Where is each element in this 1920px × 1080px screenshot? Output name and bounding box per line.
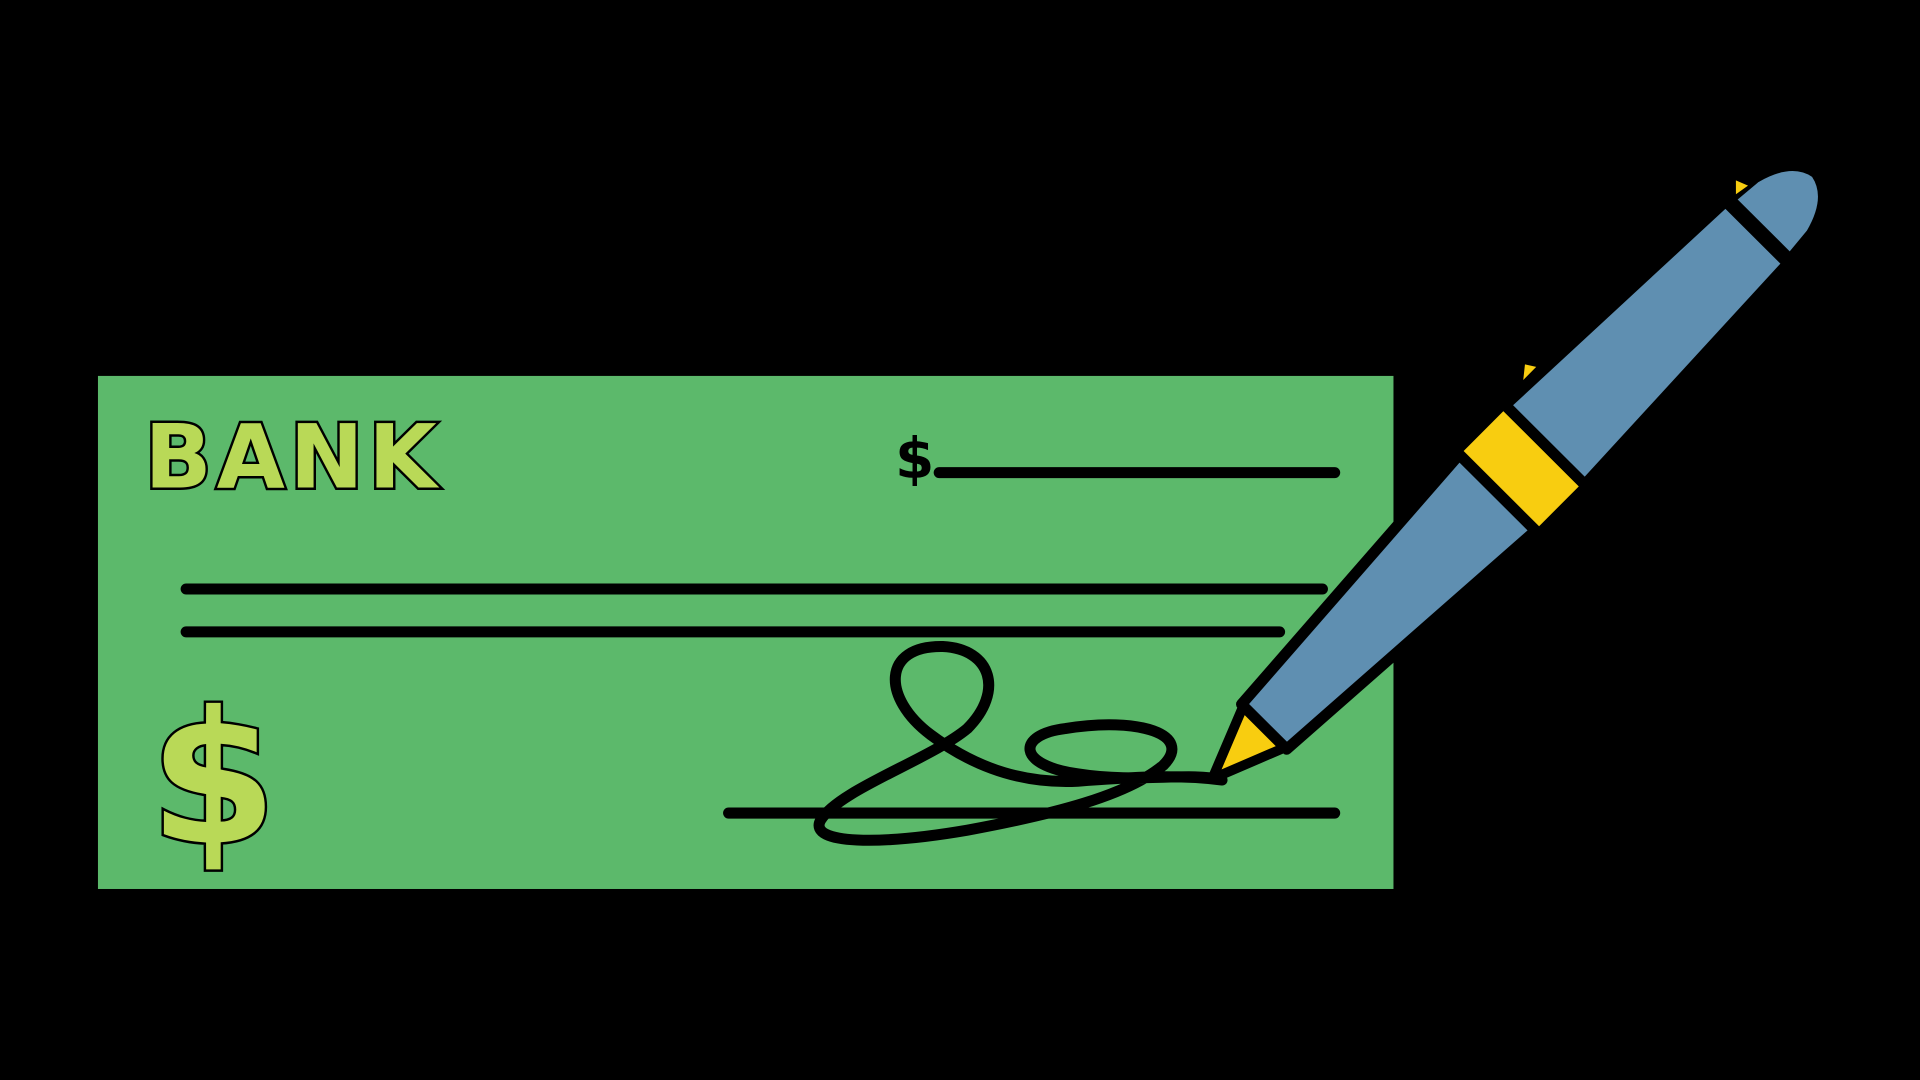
pen-cap-ring xyxy=(1725,196,1794,264)
amount-dollar-icon: $ xyxy=(895,427,934,492)
signature-icon xyxy=(813,641,1228,846)
bank-check: BANK $ $ xyxy=(97,375,1394,889)
pen-cap xyxy=(1737,171,1818,252)
pen-upper-barrel xyxy=(1499,195,1794,491)
dollar-emblem-icon: $ xyxy=(149,673,277,886)
bank-label: BANK xyxy=(144,405,441,508)
pen-icon xyxy=(1207,171,1818,784)
